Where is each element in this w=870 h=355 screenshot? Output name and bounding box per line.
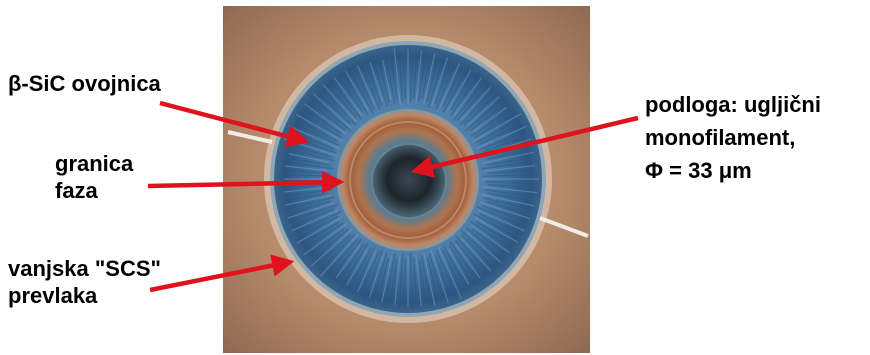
carbon-core (373, 145, 445, 217)
label-phase-boundary-line1: granica (55, 150, 133, 177)
label-outer-coating: vanjska "SCS" prevlaka (8, 255, 161, 309)
micrograph-photo (223, 6, 590, 353)
label-sic-sheath-text: β-SiC ovojnica (8, 70, 161, 97)
label-sic-sheath: β-SiC ovojnica (8, 70, 161, 97)
label-substrate-line2: monofilament, (645, 121, 821, 154)
label-substrate-line3: Φ = 33 μm (645, 154, 821, 187)
label-phase-boundary: granica faza (55, 150, 133, 204)
label-substrate: podloga: ugljični monofilament, Φ = 33 μ… (645, 88, 821, 187)
label-phase-boundary-line2: faza (55, 177, 133, 204)
label-outer-coating-line2: prevlaka (8, 282, 161, 309)
label-outer-coating-line1: vanjska "SCS" (8, 255, 161, 282)
label-substrate-line1: podloga: ugljični (645, 88, 821, 121)
